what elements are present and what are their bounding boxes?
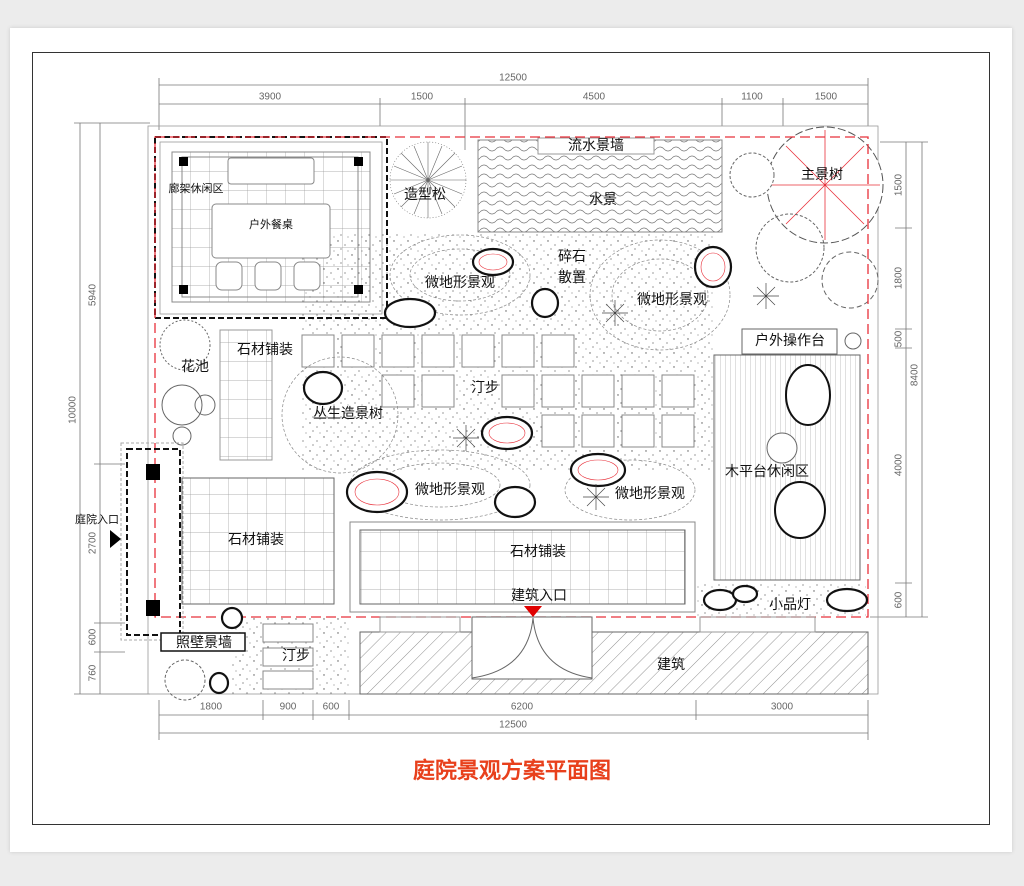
stone-paving-strip (219, 329, 273, 461)
label-stone-paving-1: 石材铺装 (237, 342, 293, 358)
dim-bottom-1: 1800 (200, 702, 223, 713)
building-entrance-marker-icon (524, 606, 542, 617)
label-screen-wall: 照壁景墙 (176, 635, 232, 651)
dim-right-4: 4000 (894, 453, 905, 476)
dim-left-4: 760 (88, 664, 99, 681)
drawing-title: 庭院景观方案平面图 (413, 758, 611, 784)
label-water-feature: 水景 (589, 192, 617, 208)
main-tree-icon (729, 126, 884, 309)
water-feature (477, 139, 723, 233)
label-micro-terrain-4: 微地形景观 (615, 486, 685, 502)
dim-left-2: 2700 (88, 531, 99, 554)
sink-icon (844, 332, 862, 350)
flower-bed (159, 319, 216, 446)
label-building: 建筑 (657, 657, 685, 673)
label-stone-paving-2: 石材铺装 (228, 532, 284, 548)
rocks (208, 245, 869, 695)
shaped-pine-icon (389, 141, 467, 219)
label-main-tree: 主景树 (801, 167, 843, 183)
stepping-stones (301, 334, 695, 448)
dim-left-total: 10000 (68, 396, 79, 424)
label-pergola-area: 廊架休闲区 (169, 181, 224, 195)
right-dimensions: 1500 1800 500 8400 4000 600 (870, 141, 928, 618)
outdoor-counter (741, 328, 838, 355)
dim-right-5: 600 (894, 591, 905, 608)
dim-left-3: 600 (88, 628, 99, 645)
dim-right-2: 1800 (894, 266, 905, 289)
pergola-area (154, 136, 388, 319)
dim-bottom-5: 3000 (771, 702, 794, 713)
label-stepping-stones-2: 汀步 (282, 648, 310, 664)
water-wall (537, 137, 655, 155)
plan-labels: 流水景墙 主景树 廊架休闲区 户外餐桌 造型松 水景 碎石 散置 微地形景观 微… (75, 138, 843, 673)
stone-paving-left (181, 477, 335, 605)
label-stepping-stones-1: 汀步 (471, 380, 499, 396)
dim-bottom-3: 600 (323, 702, 340, 713)
dim-top-4: 1100 (741, 92, 763, 103)
shrub-icons (453, 283, 779, 510)
label-courtyard-entrance: 庭院入口 (75, 512, 119, 526)
label-gravel-1: 碎石 (558, 249, 586, 265)
wood-deck (713, 354, 861, 581)
building (359, 606, 869, 695)
dim-left-1: 5940 (88, 283, 99, 306)
label-water-wall: 流水景墙 (568, 138, 624, 154)
label-gravel-2: 散置 (558, 270, 586, 286)
label-building-entrance: 建筑入口 (511, 588, 567, 604)
bottom-dimensions: 1800 900 600 6200 3000 12500 (158, 700, 869, 740)
micro-terrain-contours (281, 234, 731, 521)
dim-top-2: 1500 (411, 92, 434, 103)
label-flower-bed: 花池 (181, 359, 209, 375)
label-outdoor-dining: 户外餐桌 (249, 217, 293, 231)
dim-top-3: 4500 (583, 92, 606, 103)
dim-right-1: 1500 (894, 173, 905, 196)
dim-bottom-2: 900 (280, 702, 297, 713)
dim-top-total: 12500 (499, 73, 527, 84)
dim-top-1: 3900 (259, 92, 282, 103)
label-cluster-tree: 丛生造景树 (313, 406, 383, 422)
entrance-arrow-icon (110, 530, 121, 548)
label-outdoor-counter: 户外操作台 (755, 332, 825, 349)
label-micro-terrain-2: 微地形景观 (637, 292, 707, 308)
courtyard-entrance (110, 442, 184, 641)
label-shaped-pine: 造型松 (404, 187, 446, 203)
stone-paving-bottom (359, 529, 686, 605)
top-dimensions: 12500 3900 1500 4500 1100 1500 (158, 73, 869, 150)
dim-right-total: 8400 (910, 363, 921, 386)
label-micro-terrain-3: 微地形景观 (415, 482, 485, 498)
label-feature-lamp: 小品灯 (769, 597, 811, 613)
drawing-frame (32, 52, 990, 825)
dim-bottom-total: 12500 (499, 720, 527, 731)
palm-icon (164, 659, 206, 701)
label-micro-terrain-1: 微地形景观 (425, 275, 495, 291)
stone-paving-bottom-border (349, 521, 696, 613)
dim-top-5: 1500 (815, 92, 838, 103)
left-dimensions: 5940 10000 2700 600 760 (68, 122, 150, 695)
label-stone-paving-3: 石材铺装 (510, 544, 566, 560)
stepping-stones-bottom (262, 623, 314, 690)
dining-table (211, 203, 331, 259)
screen-wall (160, 632, 246, 652)
dim-right-3: 500 (894, 330, 905, 347)
dim-bottom-4: 6200 (511, 702, 534, 713)
label-deck-area: 木平台休闲区 (725, 464, 809, 480)
